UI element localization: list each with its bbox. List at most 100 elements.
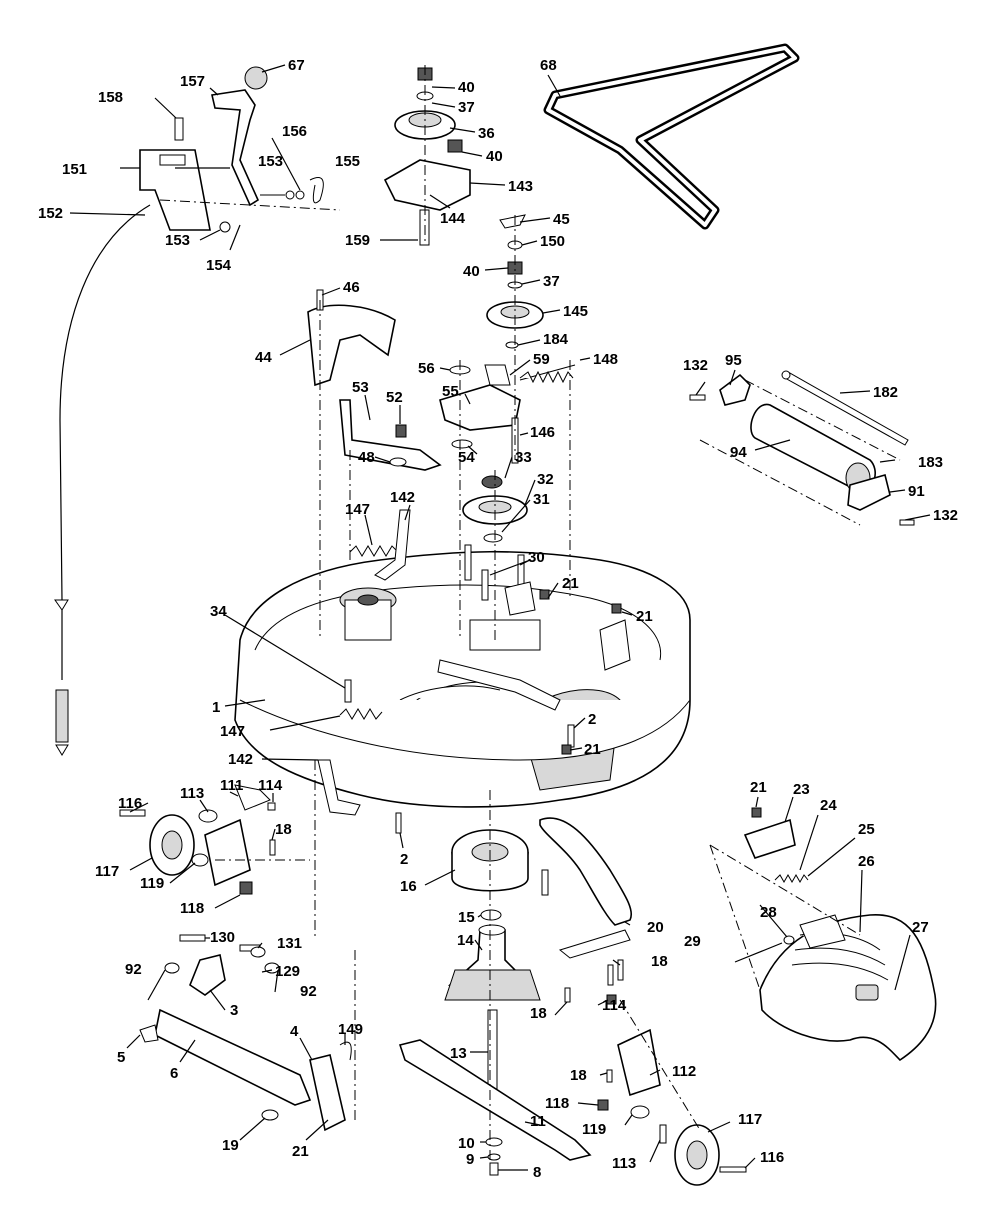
label-145: 145 <box>563 303 588 320</box>
label-159: 159 <box>345 232 370 249</box>
label-46: 46 <box>343 279 360 296</box>
label-2: 2 <box>400 851 408 868</box>
deck-bracket-right <box>599 619 631 671</box>
label-131: 131 <box>277 935 302 952</box>
label-27: 27 <box>912 919 929 936</box>
label-95: 95 <box>725 352 742 369</box>
label-52: 52 <box>386 389 403 406</box>
deck-hanger-142 <box>317 509 411 816</box>
label-40: 40 <box>458 79 475 96</box>
label-183: 183 <box>918 454 943 471</box>
label-18: 18 <box>530 1005 547 1022</box>
label-28: 28 <box>760 904 777 921</box>
label-132: 132 <box>683 357 708 374</box>
label-21: 21 <box>292 1143 309 1160</box>
label-36: 36 <box>478 125 495 142</box>
label-149: 149 <box>338 1021 363 1038</box>
label-158: 158 <box>98 89 123 106</box>
label-94: 94 <box>730 444 747 461</box>
idler-arm <box>339 399 442 471</box>
label-147: 147 <box>220 723 245 740</box>
idler-spring <box>519 370 574 384</box>
label-54: 54 <box>458 449 475 466</box>
label-129: 129 <box>275 963 300 980</box>
label-24: 24 <box>820 797 837 814</box>
label-32: 32 <box>537 471 554 488</box>
label-26: 26 <box>858 853 875 870</box>
label-130: 130 <box>210 929 235 946</box>
deck-idler-arm <box>437 619 561 711</box>
label-48: 48 <box>358 449 375 466</box>
label-114: 114 <box>258 777 283 794</box>
label-147: 147 <box>345 501 370 518</box>
label-111: 111 <box>220 777 243 794</box>
label-144: 144 <box>440 210 466 227</box>
label-116: 116 <box>118 795 142 812</box>
label-40: 40 <box>486 148 503 165</box>
bolt-18 <box>541 869 549 896</box>
label-18: 18 <box>570 1067 587 1084</box>
gauge-wheel-left <box>119 784 276 895</box>
label-53: 53 <box>352 379 369 396</box>
label-92: 92 <box>300 983 317 1000</box>
label-14: 14 <box>457 932 474 949</box>
label-18: 18 <box>275 821 292 838</box>
label-119: 119 <box>140 875 164 892</box>
label-10: 10 <box>458 1135 475 1152</box>
label-1: 1 <box>212 699 220 716</box>
label-13: 13 <box>450 1045 467 1062</box>
label-146: 146 <box>530 424 555 441</box>
label-143: 143 <box>508 178 533 195</box>
label-25: 25 <box>858 821 875 838</box>
leader-lines <box>69 64 931 1171</box>
label-2: 2 <box>588 711 596 728</box>
label-16: 16 <box>400 878 417 895</box>
label-44: 44 <box>255 349 272 366</box>
label-45: 45 <box>553 211 570 228</box>
bolt-2-upper <box>567 724 575 748</box>
label-132: 132 <box>933 507 958 524</box>
label-156: 156 <box>282 123 307 140</box>
cable-end-spring <box>54 599 69 756</box>
label-4: 4 <box>290 1023 299 1040</box>
label-8: 8 <box>533 1164 541 1181</box>
label-182: 182 <box>873 384 898 401</box>
label-21: 21 <box>584 741 601 758</box>
label-34: 34 <box>210 603 227 620</box>
label-142: 142 <box>390 489 415 506</box>
label-30: 30 <box>528 549 545 566</box>
label-18: 18 <box>651 953 668 970</box>
label-151: 151 <box>62 161 87 178</box>
label-20: 20 <box>647 919 664 936</box>
deck-hanger-arm <box>539 817 632 926</box>
label-117: 117 <box>738 1111 762 1128</box>
assembly-centerlines <box>159 65 901 1175</box>
deck-spring-lower <box>339 708 383 720</box>
label-3: 3 <box>230 1002 238 1019</box>
label-33: 33 <box>515 449 532 466</box>
label-153: 153 <box>258 153 283 170</box>
label-92: 92 <box>125 961 142 978</box>
label-184: 184 <box>543 331 569 348</box>
label-113: 113 <box>180 785 204 802</box>
label-153: 153 <box>165 232 190 249</box>
label-40: 40 <box>463 263 480 280</box>
label-31: 31 <box>533 491 550 508</box>
label-23: 23 <box>793 781 810 798</box>
label-113: 113 <box>612 1155 636 1172</box>
label-15: 15 <box>458 909 475 926</box>
idler-bracket <box>439 364 576 464</box>
label-116: 116 <box>760 1149 784 1166</box>
bolt-34 <box>344 679 352 703</box>
mower-blade <box>398 1039 592 1161</box>
bolts-18-114-right <box>564 959 624 1005</box>
label-29: 29 <box>684 933 701 950</box>
belt-guard <box>307 289 396 387</box>
label-117: 117 <box>95 863 119 880</box>
gauge-wheel-right <box>597 1028 747 1186</box>
part-number-labels: 67 157 158 156 153 155 151 152 153 154 4… <box>38 57 958 1181</box>
label-67: 67 <box>288 57 305 74</box>
deck-hanger-arm-bracket <box>558 929 631 959</box>
label-150: 150 <box>540 233 565 250</box>
